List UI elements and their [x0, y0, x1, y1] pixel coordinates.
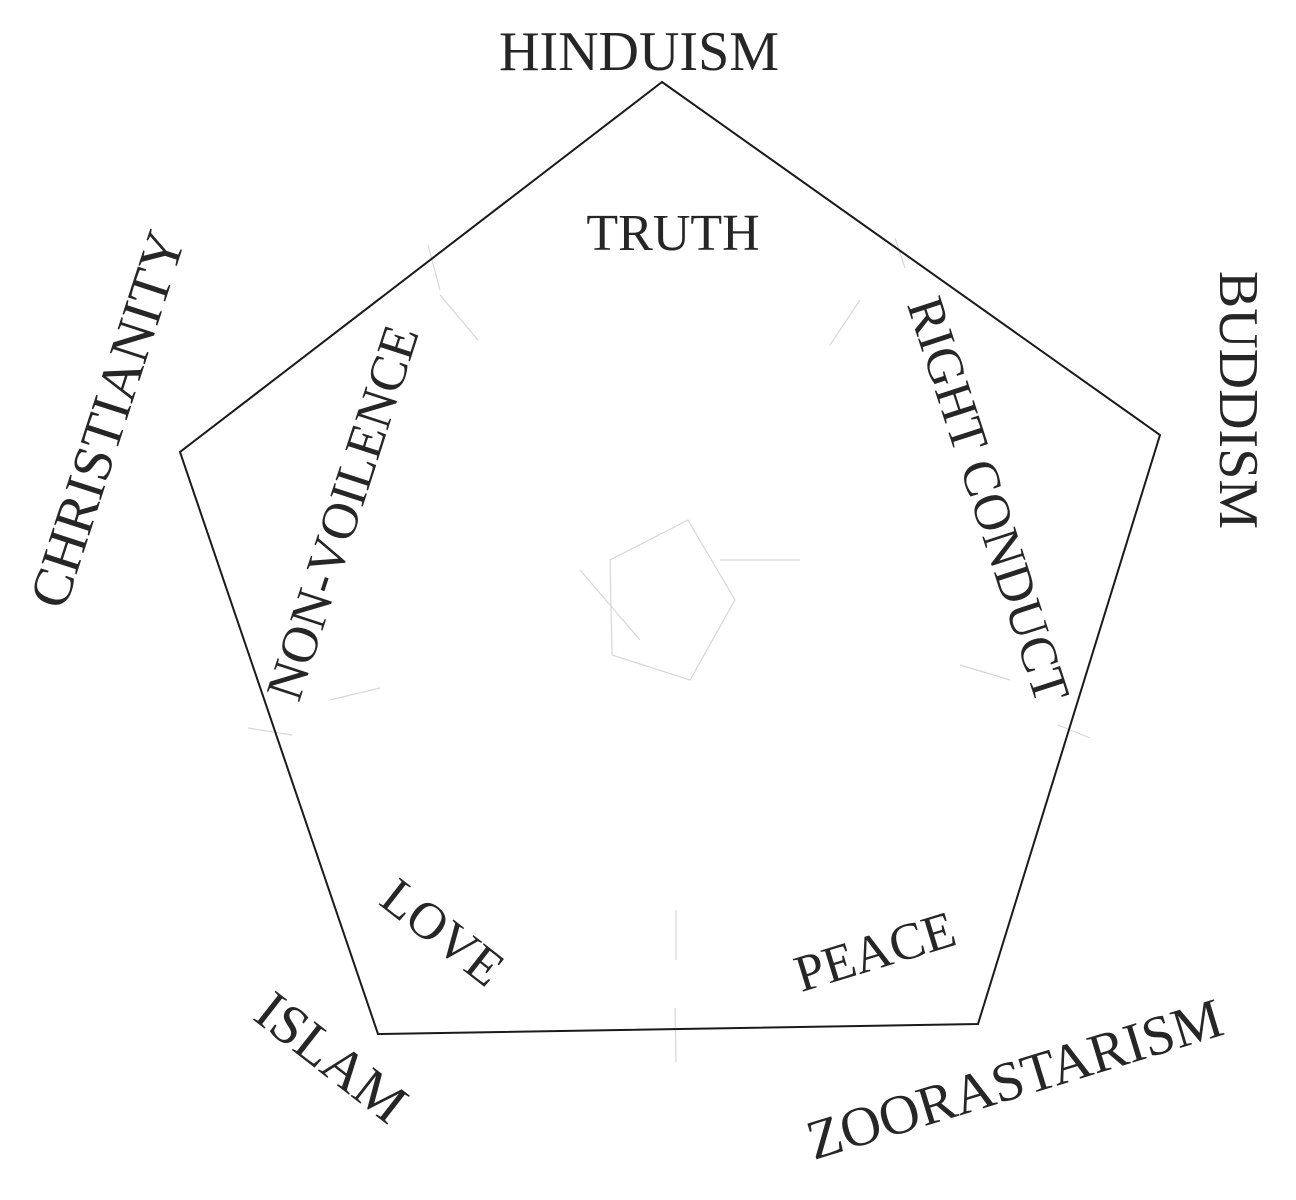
- value-label-love: LOVE: [370, 868, 514, 998]
- religion-label-zoorastarism: ZOORASTARISM: [800, 987, 1230, 1172]
- pentagon-outline: [178, 80, 1162, 1036]
- value-label-right-conduct: RIGHT CONDUCT: [895, 290, 1080, 709]
- religion-label-buddism: BUDDISM: [1207, 271, 1269, 529]
- religion-label-hinduism: HINDUISM: [499, 21, 779, 83]
- religion-label-islam: ISLAM: [243, 980, 418, 1136]
- value-label-non-voilence: NON-VOILENCE: [256, 319, 431, 707]
- value-label-peace: PEACE: [788, 901, 962, 1004]
- religion-label-christianity: CHRISTIANITY: [18, 223, 198, 615]
- value-label-truth: TRUTH: [586, 205, 759, 262]
- pencil-construction-marks: [247, 237, 1091, 1063]
